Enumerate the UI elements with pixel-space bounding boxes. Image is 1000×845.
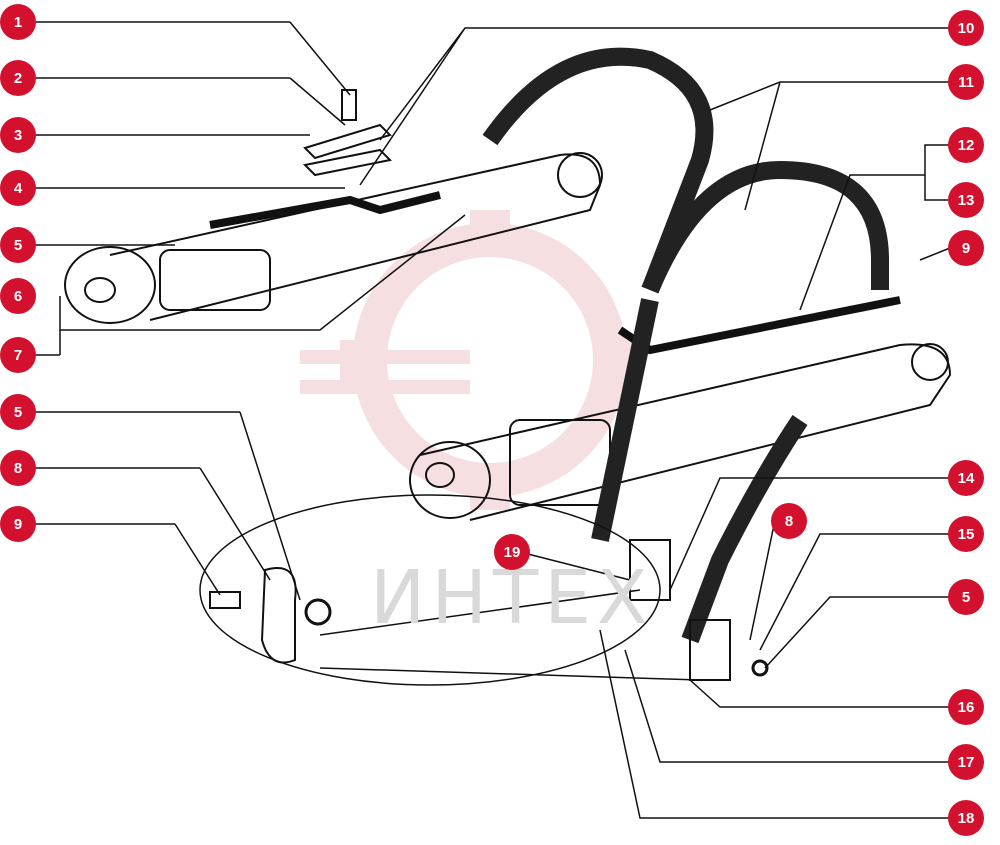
line-art	[64, 47, 952, 686]
callout-badge-8a: 8	[0, 450, 36, 486]
flange	[260, 567, 297, 664]
clamp-plate	[303, 123, 392, 160]
hose-2	[641, 160, 889, 294]
lower-cylinder-eye	[409, 441, 491, 519]
upper-cylinder-eye	[64, 246, 156, 324]
callout-badge-5a: 5	[0, 227, 36, 263]
hose-3	[681, 415, 808, 644]
callout-badge-4: 4	[0, 170, 36, 206]
lower-cylinder-body	[419, 343, 952, 521]
o-ring-small	[751, 659, 769, 677]
callout-badge-19: 19	[494, 534, 530, 570]
callout-badge-14: 14	[948, 460, 984, 496]
detail-ellipse	[199, 494, 661, 686]
hose-1b	[591, 298, 659, 542]
callout-badge-17: 17	[948, 744, 984, 780]
bolt	[209, 591, 241, 609]
leader-lines	[36, 21, 951, 819]
callout-badge-8b: 8	[771, 503, 807, 539]
top-bolt	[341, 89, 357, 121]
o-ring	[304, 598, 332, 626]
callout-badge-15: 15	[948, 516, 984, 552]
callout-badge-18: 18	[948, 800, 984, 836]
watermark-gear-icon	[300, 210, 640, 510]
valve-block-2	[689, 619, 731, 681]
upper-cylinder-head	[159, 249, 271, 311]
callout-badge-9a: 9	[0, 506, 36, 542]
callout-badge-16: 16	[948, 689, 984, 725]
lower-pipe	[617, 296, 901, 355]
callout-badge-7: 7	[0, 337, 36, 373]
callout-badge-2: 2	[0, 60, 36, 96]
callout-badge-13: 13	[948, 182, 984, 218]
callout-badge-6: 6	[0, 278, 36, 314]
callout-badge-10: 10	[948, 10, 984, 46]
callout-badge-5c: 5	[948, 579, 984, 615]
callout-badge-12: 12	[948, 127, 984, 163]
hose-1	[482, 47, 714, 294]
upper-pipe	[209, 191, 441, 229]
callout-badge-11: 11	[948, 64, 984, 100]
callout-badge-9b: 9	[948, 230, 984, 266]
callout-badge-1: 1	[0, 4, 36, 40]
callout-badge-5b: 5	[0, 394, 36, 430]
valve-block-1	[629, 539, 671, 601]
callout-badge-3: 3	[0, 117, 36, 153]
